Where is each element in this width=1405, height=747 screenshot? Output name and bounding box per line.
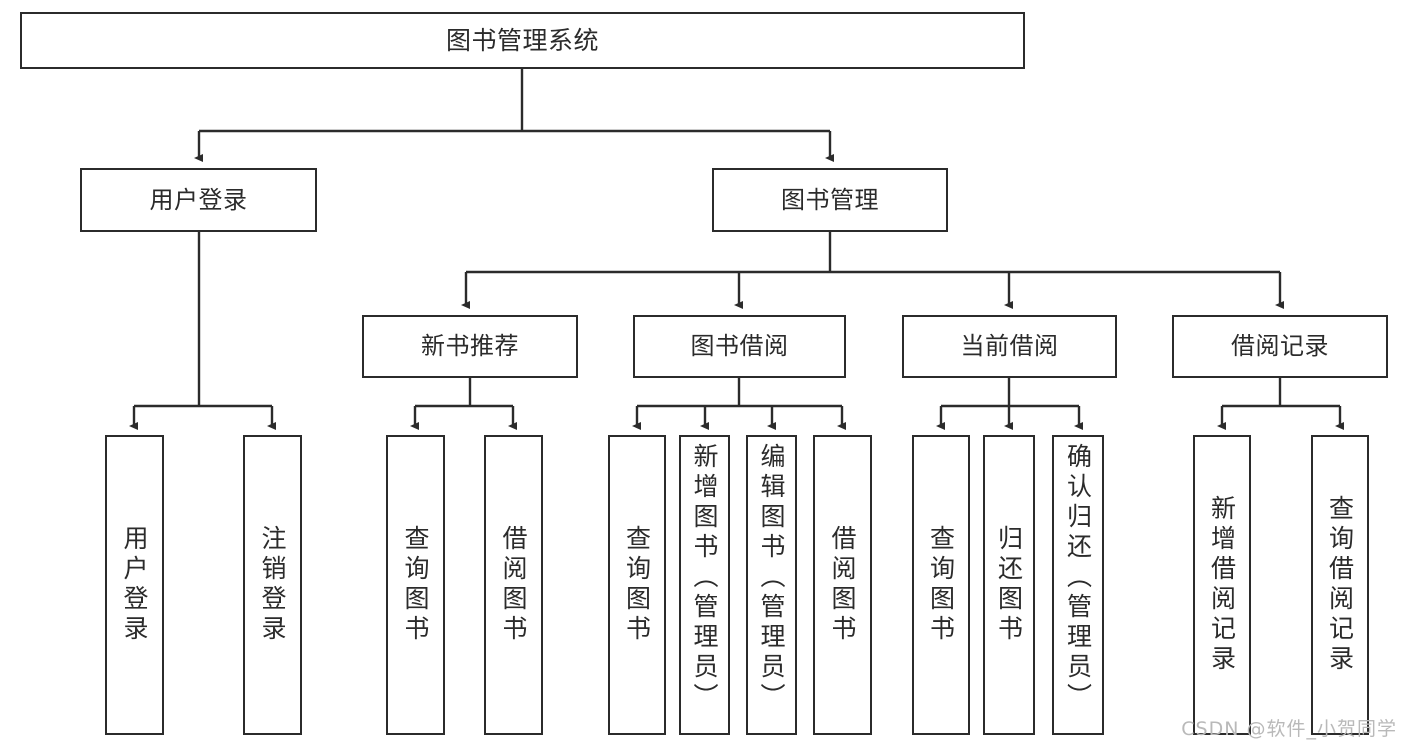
node-label: 查询借阅记录 bbox=[1325, 495, 1355, 675]
node-label: 查询图书 bbox=[926, 525, 956, 645]
node-label: 归还图书 bbox=[994, 525, 1024, 645]
node-user-login[interactable]: 用户登录 bbox=[80, 168, 317, 232]
node-label: 借阅图书 bbox=[499, 525, 528, 645]
node-label: 图书管理系统 bbox=[445, 25, 599, 55]
leaf-query-book-recommend[interactable]: 查询图书 bbox=[386, 435, 445, 735]
node-label: 用户登录 bbox=[149, 185, 248, 214]
leaf-add-borrow-record[interactable]: 新增借阅记录 bbox=[1193, 435, 1251, 735]
node-label: 确认归还（管理员） bbox=[1063, 443, 1093, 713]
leaf-query-book-borrow[interactable]: 查询图书 bbox=[608, 435, 666, 735]
leaf-return-book[interactable]: 归还图书 bbox=[983, 435, 1035, 735]
watermark: CSDN @软件_小贺同学 bbox=[1181, 718, 1397, 740]
node-root-system[interactable]: 图书管理系统 bbox=[20, 12, 1025, 69]
leaf-edit-book-admin[interactable]: 编辑图书（管理员） bbox=[746, 435, 797, 735]
node-label: 注销登录 bbox=[258, 525, 287, 645]
node-current-borrow[interactable]: 当前借阅 bbox=[902, 315, 1117, 378]
node-new-book-recommend[interactable]: 新书推荐 bbox=[362, 315, 578, 378]
node-label: 新增图书（管理员） bbox=[690, 443, 719, 713]
node-label: 新增借阅记录 bbox=[1207, 495, 1237, 675]
node-label: 借阅记录 bbox=[1231, 332, 1329, 361]
node-label: 用户登录 bbox=[120, 525, 149, 645]
node-label: 当前借阅 bbox=[960, 332, 1059, 361]
leaf-add-book-admin[interactable]: 新增图书（管理员） bbox=[679, 435, 730, 735]
node-book-borrow[interactable]: 图书借阅 bbox=[633, 315, 846, 378]
node-borrow-record[interactable]: 借阅记录 bbox=[1172, 315, 1388, 378]
node-label: 编辑图书（管理员） bbox=[757, 443, 786, 713]
node-book-management[interactable]: 图书管理 bbox=[712, 168, 948, 232]
node-label: 图书管理 bbox=[781, 185, 879, 214]
leaf-user-login[interactable]: 用户登录 bbox=[105, 435, 164, 735]
leaf-query-book-current[interactable]: 查询图书 bbox=[912, 435, 970, 735]
node-label: 借阅图书 bbox=[828, 525, 857, 645]
leaf-borrow-book-recommend[interactable]: 借阅图书 bbox=[484, 435, 543, 735]
leaf-confirm-return-admin[interactable]: 确认归还（管理员） bbox=[1052, 435, 1104, 735]
leaf-logout-login[interactable]: 注销登录 bbox=[243, 435, 302, 735]
leaf-borrow-book-borrow[interactable]: 借阅图书 bbox=[813, 435, 872, 735]
node-label: 查询图书 bbox=[622, 525, 652, 645]
node-label: 新书推荐 bbox=[421, 332, 519, 361]
node-label: 查询图书 bbox=[401, 525, 430, 645]
node-label: 图书借阅 bbox=[690, 332, 789, 361]
leaf-query-borrow-record[interactable]: 查询借阅记录 bbox=[1311, 435, 1369, 735]
